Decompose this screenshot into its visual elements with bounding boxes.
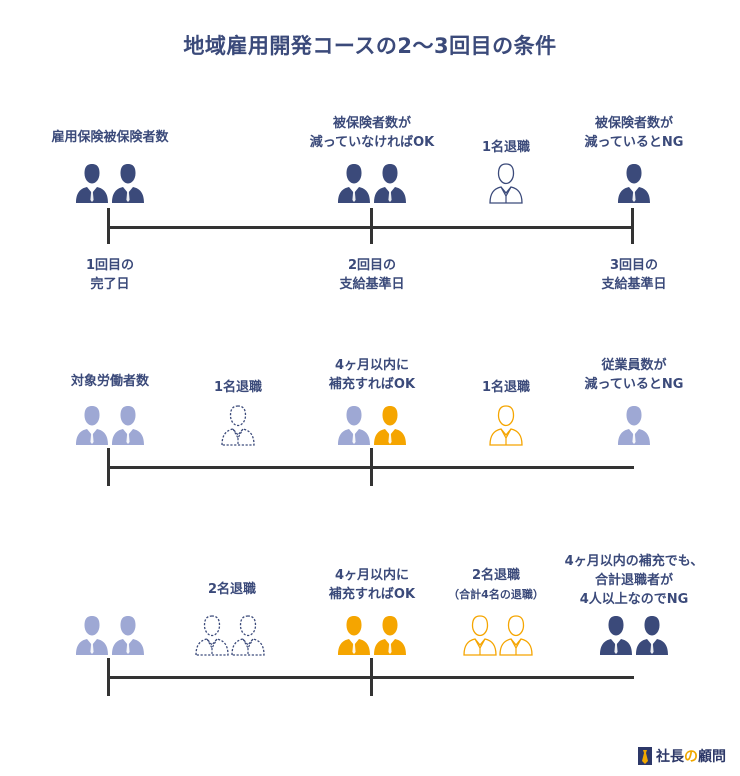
person-icon bbox=[112, 164, 144, 203]
brand-name: 社長の顧問 bbox=[656, 749, 726, 765]
person-outline-icon bbox=[489, 405, 523, 446]
person-outline-icon bbox=[463, 615, 497, 656]
person-icon bbox=[338, 164, 370, 203]
person-icon bbox=[76, 164, 108, 203]
person-icon bbox=[338, 406, 370, 445]
person-icon bbox=[338, 616, 370, 655]
person-icon bbox=[112, 616, 144, 655]
timeline-tick bbox=[370, 658, 373, 696]
person-icon bbox=[76, 616, 108, 655]
person-icon bbox=[374, 616, 406, 655]
person-outline-icon bbox=[499, 615, 533, 656]
label-insured-count: 雇用保険被保険者数 bbox=[51, 130, 169, 145]
timeline-tick bbox=[370, 208, 373, 244]
label-one-retired: 1名退職 bbox=[481, 380, 531, 395]
label-replenish-ok: 4ヶ月以内に 補充すればOK bbox=[328, 358, 416, 392]
page-title: 地域雇用開発コースの2〜3回目の条件 bbox=[183, 34, 557, 58]
label-one-retired: 1名退職 bbox=[481, 140, 531, 155]
person-icon bbox=[374, 406, 406, 445]
label-one-retired: 1名退職 bbox=[213, 380, 263, 395]
timeline-tick bbox=[107, 658, 110, 696]
label-decreased-ng: 被保険者数が 減っているとNG bbox=[584, 116, 684, 150]
label-two-retired-total: 2名退職 （合計4名の退職） bbox=[448, 568, 544, 601]
person-dashed-icon bbox=[221, 405, 255, 446]
person-dashed-icon bbox=[231, 615, 265, 656]
person-icon bbox=[112, 406, 144, 445]
person-icon bbox=[618, 406, 650, 445]
timeline-tick bbox=[631, 208, 634, 244]
label-target-workers: 対象労働者数 bbox=[70, 374, 150, 389]
person-icon bbox=[636, 616, 668, 655]
label-second-base-date: 2回目の 支給基準日 bbox=[339, 258, 405, 292]
label-replenish-ok: 4ヶ月以内に 補充すればOK bbox=[328, 568, 416, 602]
label-not-decreased-ok: 被保険者数が 減っていなければOK bbox=[309, 116, 435, 150]
person-dashed-icon bbox=[195, 615, 229, 656]
label-two-retired: 2名退職 bbox=[207, 582, 257, 597]
label-total-retired-ng: 4ヶ月以内の補充でも、 合計退職者が 4人以上なのでNG bbox=[564, 554, 704, 607]
label-first-completion: 1回目の 完了日 bbox=[85, 258, 135, 292]
person-icon bbox=[76, 406, 108, 445]
person-outline-icon bbox=[489, 163, 523, 204]
person-icon bbox=[600, 616, 632, 655]
timeline-tick bbox=[107, 208, 110, 244]
person-icon bbox=[618, 164, 650, 203]
label-employees-decreased-ng: 従業員数が 減っているとNG bbox=[584, 358, 684, 392]
tie-icon bbox=[638, 747, 652, 765]
person-icon bbox=[374, 164, 406, 203]
timeline-tick bbox=[107, 448, 110, 486]
label-third-base-date: 3回目の 支給基準日 bbox=[601, 258, 667, 292]
timeline-tick bbox=[370, 448, 373, 486]
brand-logo: 社長の顧問 bbox=[638, 746, 726, 766]
